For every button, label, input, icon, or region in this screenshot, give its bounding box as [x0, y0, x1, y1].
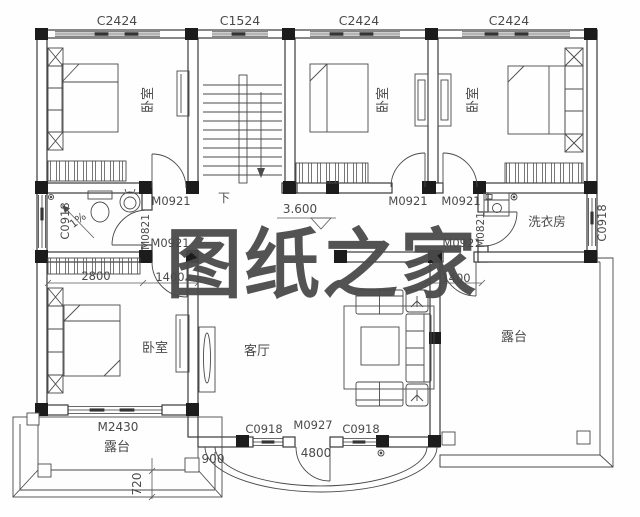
door-bedroom-3: [442, 152, 478, 188]
doors: [111, 152, 518, 482]
toilet: [87, 190, 113, 223]
label-room-bedroom-3: 卧室: [465, 87, 481, 113]
bed-2: [309, 63, 369, 133]
window-c1524: [212, 31, 268, 37]
label-dim-900: 900: [202, 452, 225, 466]
label-dim-2800: 2800: [81, 269, 110, 283]
door-bathroom: [111, 209, 148, 246]
dresser-4: [175, 314, 190, 373]
label-room-bedroom-2: 卧室: [375, 87, 391, 113]
label-door-m0921-2: M0921: [388, 194, 427, 208]
door-entry-m0927: [295, 446, 331, 482]
label-door-m0821-right: M0821: [475, 212, 487, 248]
sink: [119, 188, 141, 213]
floor-drain-bathroom: [47, 193, 55, 201]
window-c0918-front-2: [343, 438, 377, 446]
watermark-text: 图纸之家: [166, 220, 478, 309]
dim-line-interior-left: [44, 279, 202, 287]
window-c2424-3: [462, 31, 570, 37]
label-room-laundry: 洗衣房: [528, 214, 566, 229]
dim-line-720: [148, 458, 156, 501]
staircase: [203, 74, 282, 184]
stair-direction-arrow: [257, 168, 265, 178]
floor-drain-laundry: [510, 193, 518, 201]
terrace-left: [12, 412, 223, 498]
label-door-m0921-3: M0921: [441, 194, 480, 208]
label-room-terrace-left: 露台: [104, 440, 130, 455]
nightstand-closet-1: [47, 47, 64, 151]
label-win-c2424-2: C2424: [339, 13, 380, 28]
bed-1: [61, 63, 119, 133]
label-level-3600: 3.600: [283, 202, 317, 216]
label-win-c2424-3: C2424: [489, 13, 530, 28]
sofa-set: [343, 289, 435, 407]
window-c2424-2: [310, 31, 400, 37]
door-laundry: [482, 211, 518, 247]
label-room-bedroom-4: 卧室: [142, 340, 168, 356]
label-win-c0918-left: C0918: [58, 202, 72, 239]
wardrobe-2: [295, 162, 369, 184]
label-room-bedroom-1: 卧室: [140, 87, 156, 113]
label-door-m0921-5: M0921: [442, 236, 481, 250]
bed-4: [63, 304, 121, 377]
furniture: [47, 47, 584, 457]
tv-cabinet-bedroom-2: [414, 73, 429, 127]
terrace-right: [439, 257, 614, 468]
window-c0918-right: [588, 198, 596, 246]
floor-drain-porch: [377, 449, 385, 457]
label-dim-720: 720: [130, 473, 144, 496]
door-bedroom-1: [151, 153, 187, 189]
label-door-m0921-1: M0921: [151, 194, 190, 208]
label-door-m0927: M0927: [293, 418, 332, 432]
bed-3: [507, 65, 566, 135]
level-marker-3600: [277, 217, 336, 230]
plant-stand-top: [405, 289, 429, 313]
tv-cabinet-bedroom-3: [437, 73, 452, 127]
plant-stand-bottom: [405, 383, 429, 407]
window-c0918-left: [38, 195, 46, 248]
desk-1: [176, 70, 190, 117]
label-win-c2424-1: C2424: [97, 13, 138, 28]
label-dim-4800: 4800: [301, 446, 332, 460]
label-win-c0918-front-1: C0918: [245, 422, 282, 436]
slope-arrow: [62, 205, 95, 239]
nightstand-closet-4: [47, 287, 64, 394]
label-win-c0918-right: C0918: [595, 204, 609, 241]
label-room-living: 客厅: [244, 343, 270, 359]
wardrobe-4: [47, 257, 141, 275]
wardrobe-1: [47, 160, 127, 182]
window-c0918-front-1: [253, 438, 283, 446]
dim-line-interior-right: [421, 279, 486, 287]
door-m2430-strip: [68, 406, 162, 414]
label-win-c1524: C1524: [220, 13, 261, 28]
tv-cabinet-living: [198, 326, 216, 393]
label-door-m2430: M2430: [98, 420, 139, 434]
label-room-terrace-right: 露台: [501, 330, 527, 345]
dimensions: [44, 205, 486, 501]
door-bedroom-2: [390, 152, 426, 188]
label-win-c0918-front-2: C0918: [342, 422, 379, 436]
windows: [38, 31, 596, 446]
entry-step-arc: [204, 446, 438, 493]
door-bedroom-4: [151, 261, 188, 298]
window-c2424-1: [55, 31, 160, 37]
door-terrace-right: [441, 261, 477, 297]
label-dim-1400-left: 1400: [155, 270, 184, 284]
washing-machine: [483, 192, 510, 217]
nightstand-closet-3: [564, 47, 584, 153]
label-door-m0821-left: M0821: [140, 214, 152, 250]
label-door-m0921-4: M0921: [150, 236, 189, 250]
label-dim-1400-right: 1400: [441, 271, 470, 285]
label-stair-down: 下: [218, 191, 230, 205]
wardrobe-3: [504, 162, 584, 184]
structural-columns: [35, 28, 597, 447]
coffee-table: [360, 326, 400, 366]
